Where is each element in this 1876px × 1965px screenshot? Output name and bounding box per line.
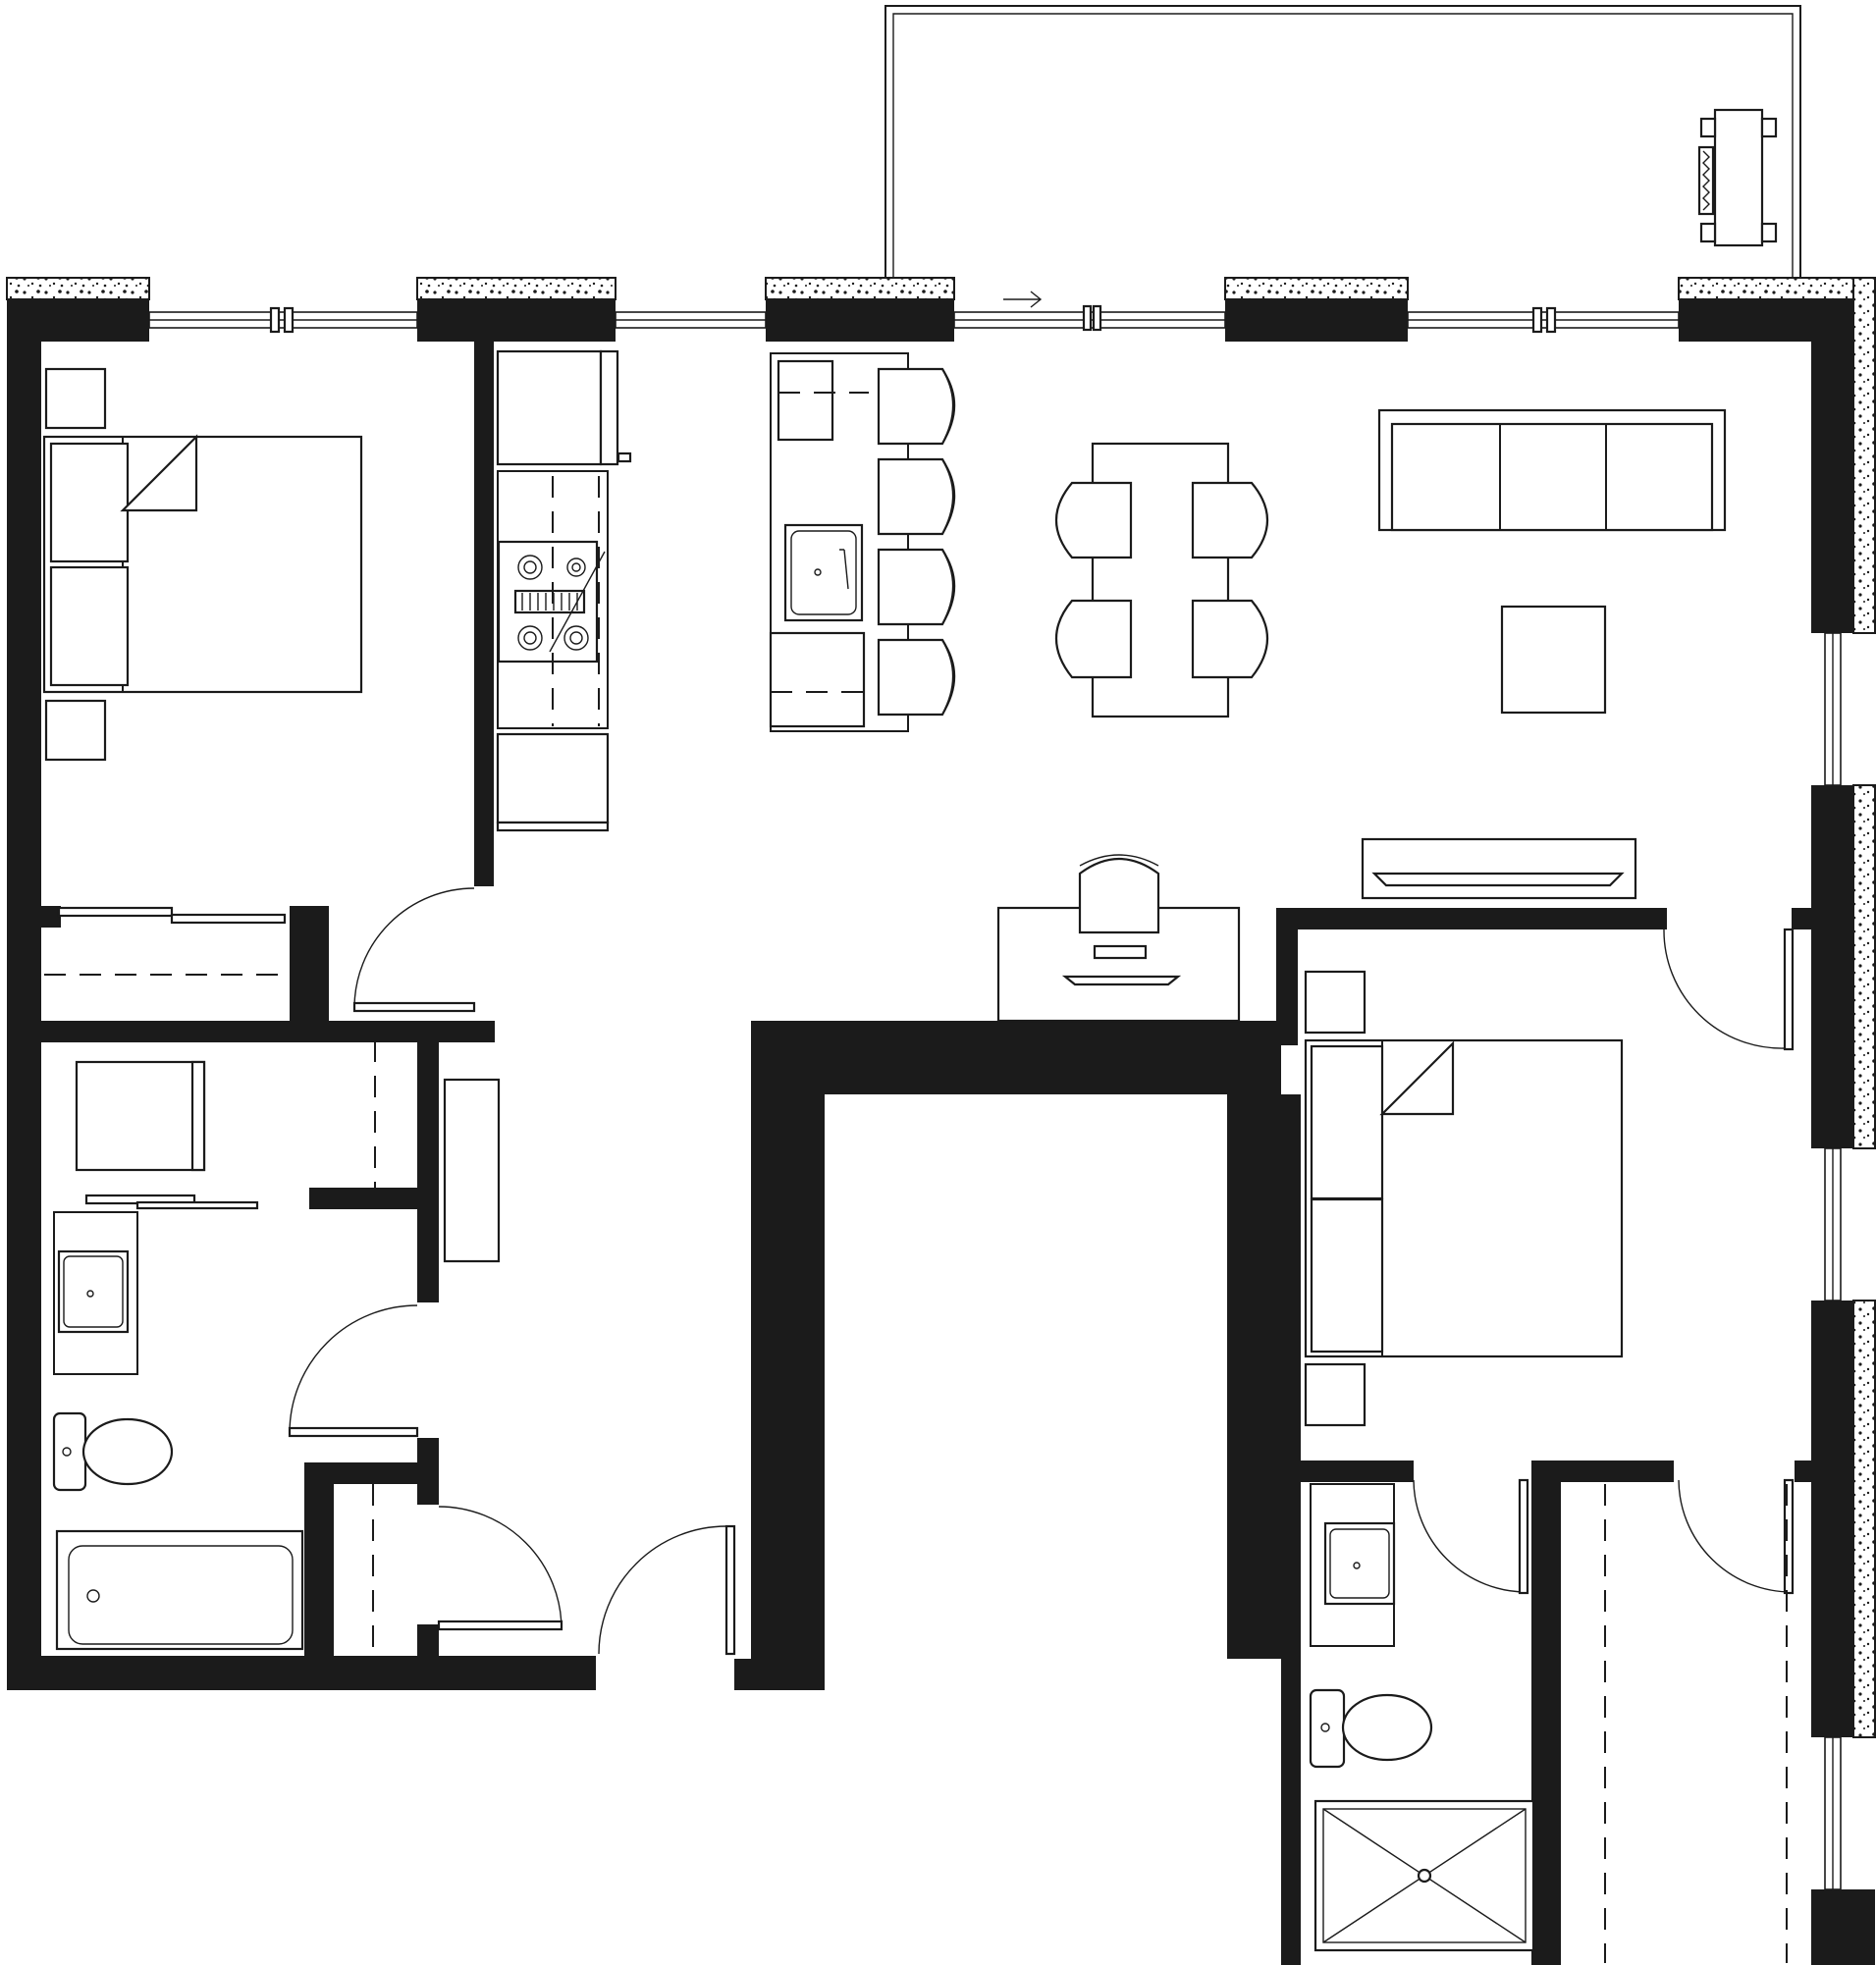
door-swing-icon[interactable]: [437, 1506, 563, 1631]
interior-walls: [41, 342, 1811, 1965]
bar-stool: [877, 367, 956, 446]
entry-door[interactable]: [598, 1524, 736, 1656]
sink-icon: [1310, 1483, 1396, 1647]
bathtub-icon: [55, 1529, 304, 1651]
refrigerator: [496, 349, 632, 466]
balcony: [884, 5, 1801, 278]
door-swing-icon[interactable]: [352, 887, 476, 1013]
toilet-icon: [1309, 1688, 1433, 1769]
stove-icon: [497, 540, 606, 664]
nightstand: [44, 699, 107, 762]
closet-1: [44, 906, 290, 976]
dining-table-icon: [1054, 442, 1269, 718]
sofa-icon: [1377, 408, 1727, 532]
bar-stool: [877, 457, 956, 536]
exterior-wall-left: [7, 299, 596, 1690]
bed-icon: [1304, 1038, 1624, 1358]
bathroom-2: [1309, 1483, 1535, 1952]
tv-console-icon: [1361, 837, 1637, 900]
closet-door[interactable]: [84, 1194, 259, 1210]
bed-icon: [42, 434, 363, 694]
laundry-unit: [75, 1060, 206, 1172]
kitchen: [496, 349, 632, 832]
nightstand: [1304, 970, 1367, 1035]
exterior-wall-right: [1811, 277, 1876, 1965]
bar-stool: [877, 548, 956, 626]
exterior-wall-top: [6, 277, 1854, 342]
bathroom-1: [52, 1040, 501, 1659]
coffee-table: [1500, 605, 1607, 715]
dishwasher: [496, 732, 610, 832]
nightstand: [44, 367, 107, 430]
bar-stool: [877, 638, 956, 717]
desk-icon: [996, 854, 1241, 1023]
door-swing-icon[interactable]: [1413, 1478, 1529, 1595]
bedroom-1: [42, 367, 476, 1013]
door-swing-icon[interactable]: [1663, 928, 1795, 1051]
sink-icon: [783, 523, 864, 622]
sink-icon: [53, 1211, 138, 1375]
door-swing-icon[interactable]: [288, 1304, 419, 1438]
door-swing-icon[interactable]: [1678, 1478, 1795, 1595]
shower-icon: [1313, 1799, 1535, 1952]
nightstand: [1304, 1362, 1367, 1427]
window-top-4: [1407, 306, 1680, 334]
patio-furniture-icon: [1697, 108, 1778, 247]
window-top-2: [615, 311, 767, 329]
sliding-door-balcony[interactable]: [953, 291, 1226, 332]
toilet-icon: [52, 1411, 174, 1492]
linen-shelf: [443, 1078, 501, 1263]
window-top-1: [148, 306, 418, 334]
kitchen-island: [769, 352, 956, 732]
closet-2: [1604, 1484, 1788, 1963]
living-room: [996, 408, 1727, 1023]
bedroom-2: [1304, 928, 1795, 1963]
